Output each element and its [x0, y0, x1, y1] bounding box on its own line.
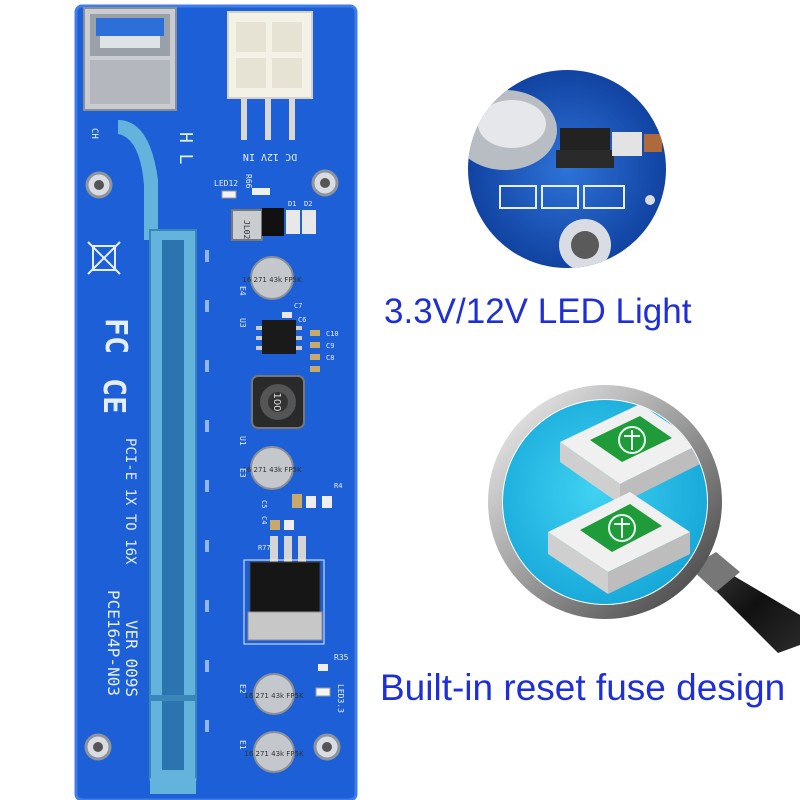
- d1-label: D1: [288, 200, 296, 208]
- fuse-chip-upper: [560, 404, 700, 504]
- slot-text: PCI-E 1X TO 16X: [122, 438, 138, 565]
- led3-label: LED3.3: [336, 684, 345, 713]
- inductor-code: 100: [271, 392, 282, 411]
- power-inductor: 100: [251, 375, 305, 429]
- led-12v: [221, 190, 237, 199]
- pcb-edge-highlight: [74, 4, 358, 800]
- magnifier-handle: [700, 563, 800, 653]
- c8-label: C8: [326, 354, 334, 362]
- capacitor-e1: 16 271 43k FP5K: [244, 731, 304, 773]
- led-3v3: [315, 687, 331, 697]
- weee-bin-icon: [87, 241, 121, 275]
- cap-text-e1: 16 271 43k FP5K: [244, 750, 304, 758]
- fuse-magnifier: [488, 385, 800, 653]
- c5-label: C5: [260, 500, 268, 508]
- e1-label: E1: [238, 740, 247, 750]
- fuse-code: JL02: [242, 220, 251, 239]
- fc-label: FC: [98, 318, 133, 354]
- slot-latch: [118, 120, 158, 240]
- c4-label: C4: [260, 516, 268, 524]
- pcb-riser-board: DC 12V IN H L CH FC CE: [74, 4, 358, 800]
- power-connector: [227, 11, 313, 140]
- capacitor-e4: 16 271 43k FP5K: [242, 256, 302, 300]
- ch-label: CH: [89, 128, 99, 139]
- r77-label: R77: [258, 544, 271, 552]
- c6-label: C6: [298, 316, 306, 324]
- capacitor-e3: 16 271 43k FP5K: [242, 446, 302, 490]
- e4-label: E4: [238, 286, 247, 296]
- cap-text-e4: 16 271 43k FP5K: [242, 276, 302, 284]
- led-label: LED12: [214, 179, 238, 188]
- r35-label: R35: [334, 653, 349, 662]
- slot-pads: [205, 250, 209, 732]
- r66-label: R66: [244, 174, 253, 189]
- cap-text-e3: 16 271 43k FP5K: [242, 466, 302, 474]
- magnifier-ring: [488, 385, 722, 619]
- led-caption: 3.3V/12V LED Light: [384, 292, 692, 331]
- power-label: DC 12V IN: [243, 151, 297, 162]
- r4-label: R4: [334, 482, 342, 490]
- c9-label: C9: [326, 342, 334, 350]
- pcie-x16-slot: [118, 120, 197, 794]
- ic-chip: [262, 320, 296, 354]
- mount-holes: [84, 169, 341, 761]
- regulator-chip: [249, 561, 321, 613]
- ic-label: U1: [238, 436, 247, 446]
- c10-label: C10: [326, 330, 339, 338]
- hl-label: H L: [175, 132, 196, 165]
- u3-label: U3: [238, 318, 247, 328]
- fuse-caption: Built-in reset fuse design: [380, 667, 786, 708]
- fuse-component: [231, 209, 263, 241]
- cap-text-e2: 16 271 43k FP5K: [244, 692, 304, 700]
- fuse-chip-lower: [548, 492, 690, 594]
- model-line1: PCE164P-N03: [104, 590, 123, 696]
- c7-label: C7: [294, 302, 302, 310]
- e2-label: E2: [238, 684, 247, 694]
- capacitor-e2: 16 271 43k FP5K: [244, 673, 304, 715]
- d2-label: D2: [304, 200, 312, 208]
- led-zoom-detail: [468, 70, 666, 268]
- e3-label: E3: [238, 468, 247, 478]
- model-line2: VER 009S: [122, 620, 141, 697]
- usb-port: [83, 7, 177, 111]
- ce-label: CE: [96, 378, 131, 414]
